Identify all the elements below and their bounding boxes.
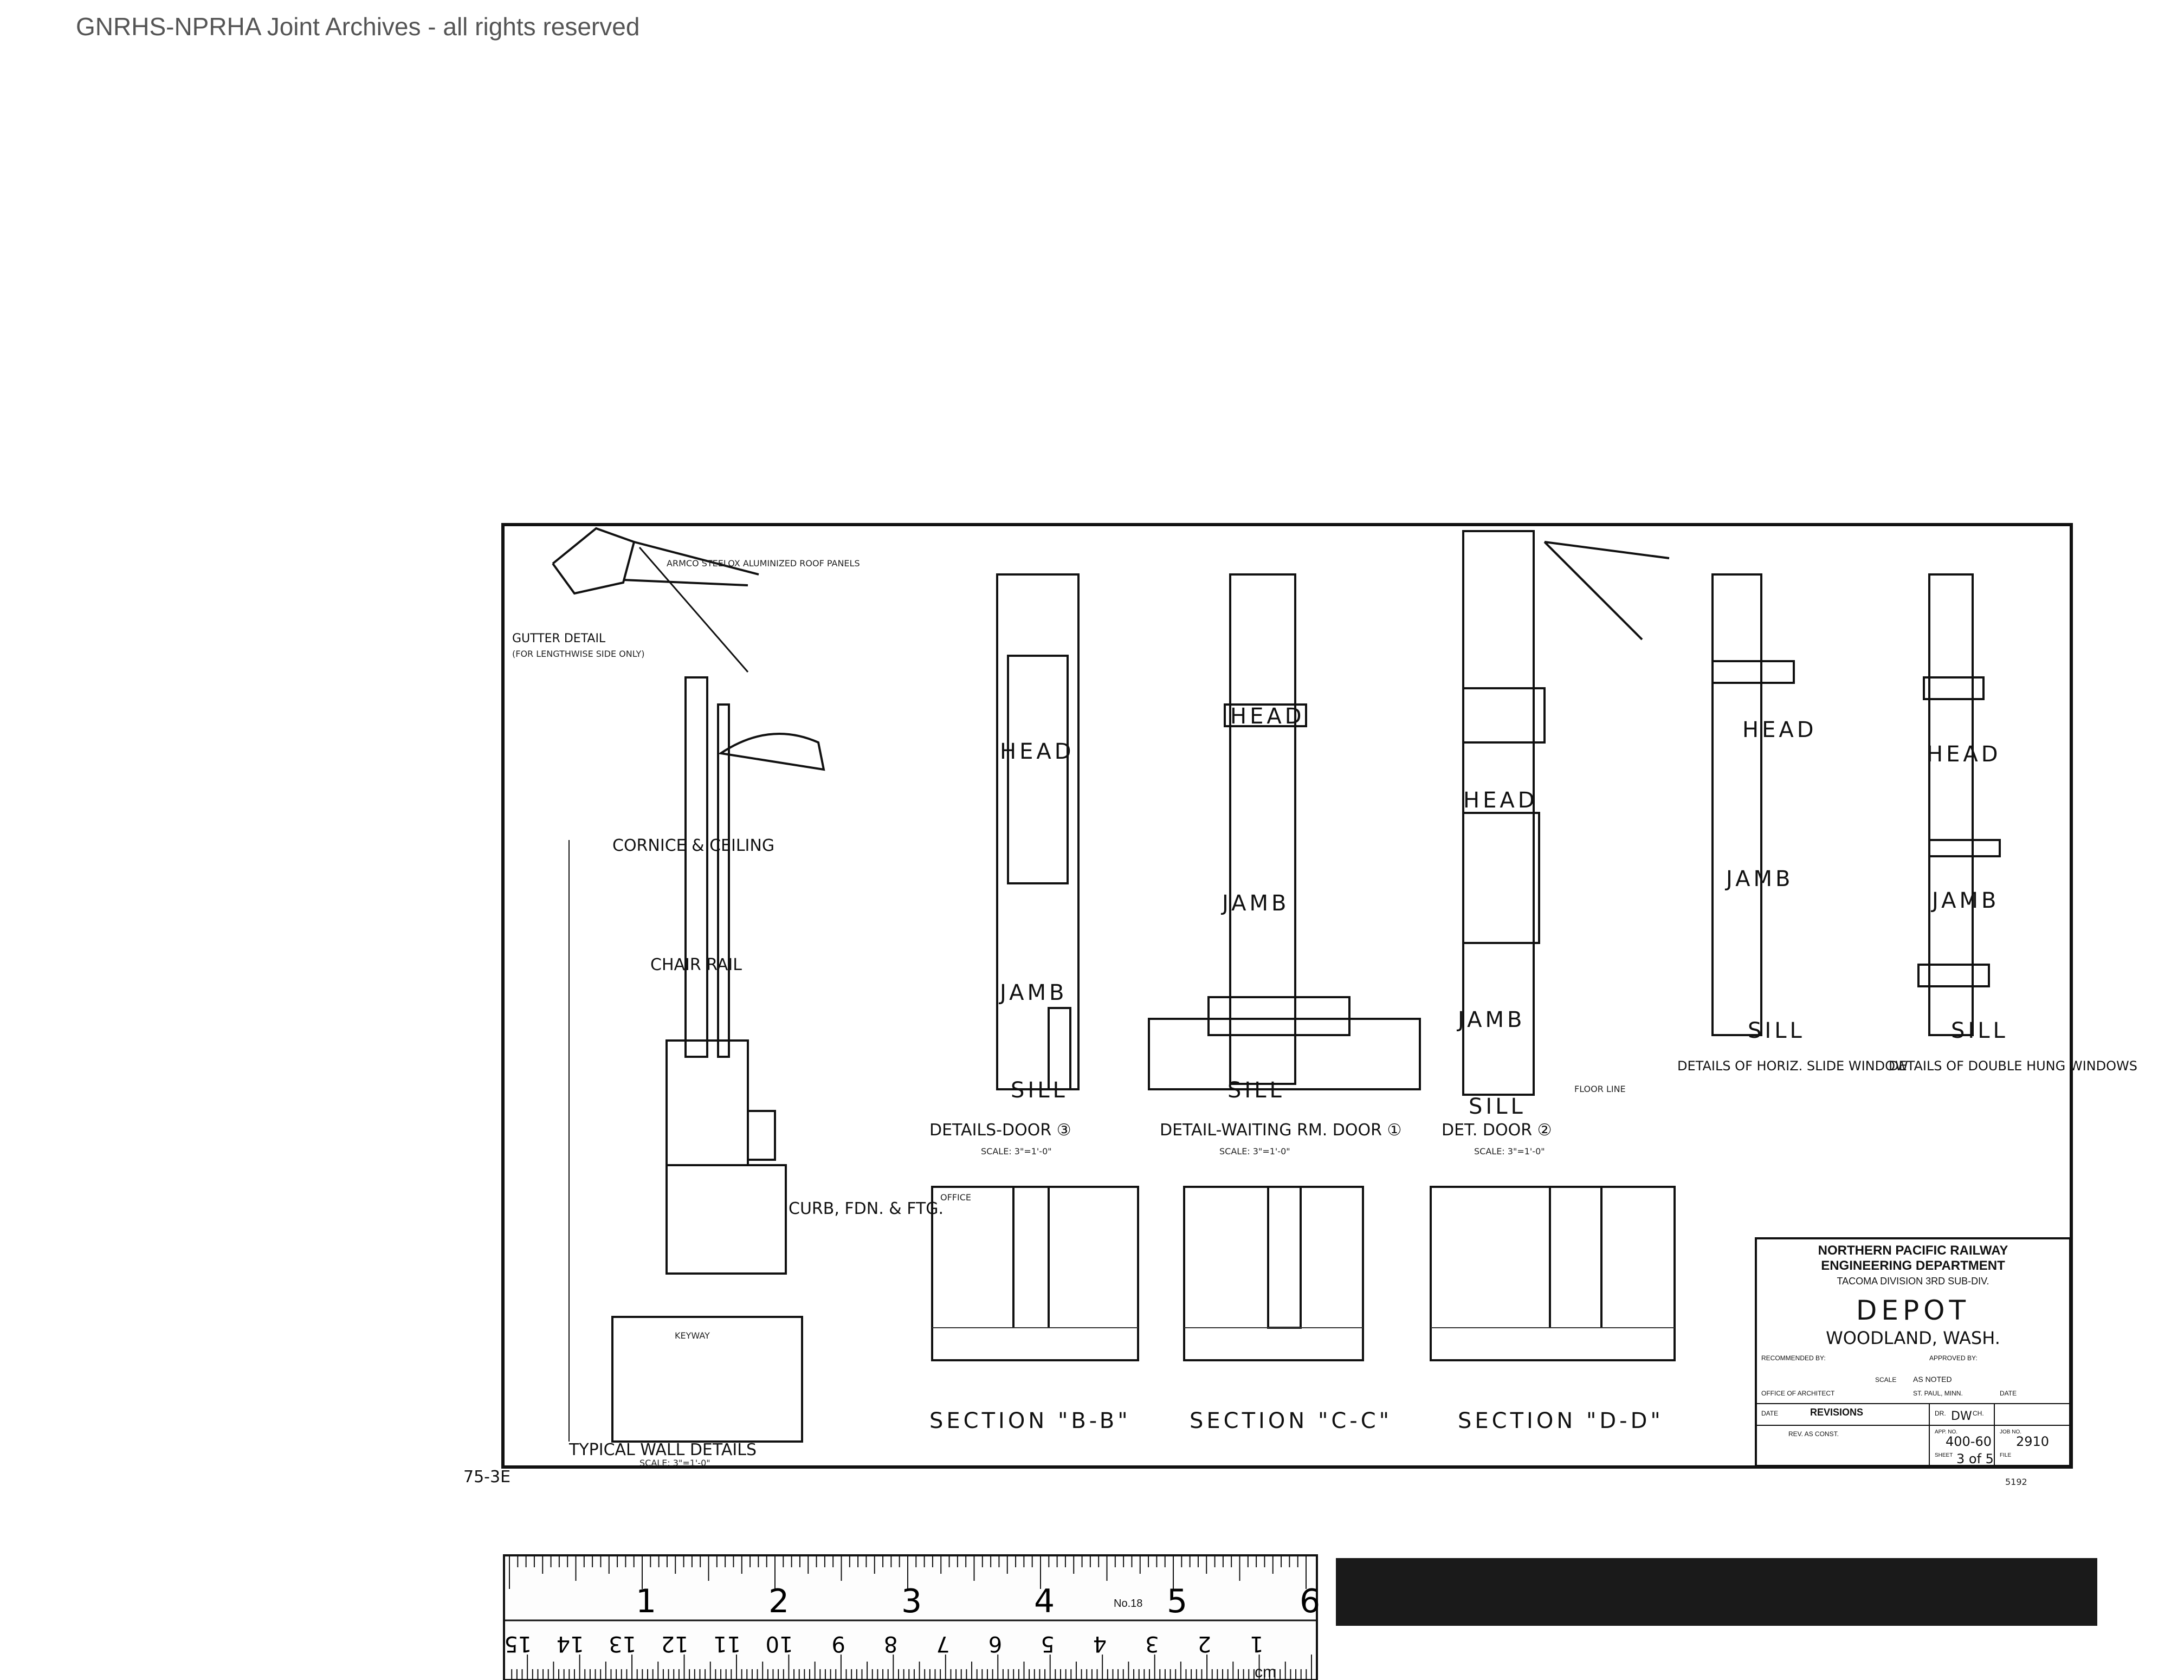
tb-city: ST. PAUL, MINN. [1913,1390,1963,1397]
ruler-inch-label: 6 [1300,1582,1320,1620]
tb-revisions: REVISIONS [1810,1407,1863,1418]
horiz-slide-label: DETAILS OF HORIZ. SLIDE WINDOW [1677,1058,1908,1074]
gutter-detail-note: (FOR LENGTHWISE SIDE ONLY) [512,649,645,659]
head-label-door2: HEAD [1463,788,1538,813]
sill-label-waiting: SILL [1227,1078,1285,1103]
ruler-cm-label: 7 [936,1631,949,1656]
tb-company: NORTHERN PACIFIC RAILWAY [1818,1243,2008,1258]
typical-wall-label: TYPICAL WALL DETAILS [568,1440,757,1459]
jamb-label-horiz: JAMB [1724,867,1793,891]
head-label-dh: HEAD [1927,742,2001,767]
tb-date-col: DATE [1761,1410,1778,1417]
head-label-horiz: HEAD [1742,718,1817,742]
sill-label-door3: SILL [1011,1078,1068,1103]
jamb-label-door3: JAMB [998,980,1067,1005]
ruler-cm-unit: cm [1255,1663,1276,1680]
drawing-sheet-border [501,523,2073,1469]
sill-label-horiz: SILL [1748,1018,1805,1043]
curb-label: CURB, FDN. & FTG. [789,1199,944,1218]
ruler-inch-label: 4 [1034,1582,1055,1620]
tb-recommended: RECOMMENDED BY: [1761,1354,1826,1362]
tb-rev-row: REV. AS CONST. [1788,1430,1839,1438]
detail-waiting-label: DETAIL-WAITING RM. DOOR ① [1160,1121,1401,1140]
ruler-brand: No.18 [1114,1598,1142,1610]
ruler-cm-label: 11 [713,1631,741,1656]
tb-job-no-label: JOB NO. [2000,1429,2021,1435]
ruler-cm-label: 1 [1250,1631,1263,1656]
tb-job-no: 2910 [2016,1434,2049,1449]
jamb-label-door2: JAMB [1456,1007,1525,1032]
door3-scale: SCALE: 3"=1'-0" [981,1146,1052,1156]
roof-panel-note: ARMCO STEELOX ALUMINIZED ROOF PANELS [667,558,860,568]
tb-office: OFFICE OF ARCHITECT [1761,1390,1835,1397]
tb-app-no: 400-60 [1946,1434,1992,1449]
title-block [1755,1237,2071,1467]
keyway-label: KEYWAY [675,1330,710,1341]
ruler-cm-label: 2 [1198,1631,1211,1656]
office-label: OFFICE [940,1192,971,1203]
cornice-label: CORNICE & CEILING [612,836,774,855]
tb-dept: ENGINEERING DEPARTMENT [1821,1258,2005,1273]
ruler-inch-label: 3 [901,1582,922,1620]
tb-sheet-label: SHEET [1935,1452,1953,1458]
section-dd-label: SECTION "D-D" [1458,1408,1664,1433]
tb-dr-label: DR. [1935,1410,1946,1417]
ruler-cm-label: 9 [831,1631,845,1656]
tb-sheet-value: 3 of 5 [1956,1451,1994,1466]
archive-watermark: GNRHS-NPRHA Joint Archives - all rights … [76,12,640,41]
chair-rail-label: CHAIR RAIL [650,955,742,974]
sill-label-door2: SILL [1469,1094,1526,1119]
tb-title: DEPOT [1856,1295,1970,1326]
ruler-inch-label: 5 [1167,1582,1187,1620]
ruler-cm-label: 10 [766,1631,793,1656]
margin-number: 75-3E [463,1468,511,1487]
typical-wall-scale: SCALE: 3"=1'-0" [639,1458,710,1468]
tb-approved: APPROVED BY: [1929,1354,1978,1362]
ruler-inch-label: 1 [636,1582,656,1620]
ruler-cm-label: 15 [504,1631,532,1656]
section-bb-label: SECTION "B-B" [929,1408,1131,1433]
tb-file-label: FILE [2000,1452,2011,1458]
floor-line-label: FLOOR LINE [1574,1084,1626,1094]
margin-number-right: 5192 [2005,1477,2027,1487]
sill-label-dh: SILL [1951,1018,2008,1043]
door2-scale: SCALE: 3"=1'-0" [1474,1146,1545,1156]
ruler-cm-label: 14 [557,1631,584,1656]
double-hung-label: DETAILS OF DOUBLE HUNG WINDOWS [1889,1058,2137,1074]
ruler-cm-label: 3 [1145,1631,1159,1656]
measuring-ruler: No.18 cm [503,1554,1318,1680]
ruler-cm-label: 4 [1093,1631,1107,1656]
tb-date: DATE [2000,1390,2017,1397]
waiting-scale: SCALE: 3"=1'-0" [1219,1146,1290,1156]
det-door2-label: DET. DOOR ② [1442,1121,1552,1140]
ruler-cm-label: 12 [661,1631,689,1656]
tb-location: WOODLAND, WASH. [1826,1328,2000,1348]
ruler-cm-label: 5 [1041,1631,1054,1656]
scan-color-strip [1336,1558,2097,1626]
jamb-label-dh: JAMB [1930,888,1999,913]
head-label-door3: HEAD [1000,739,1075,764]
tb-dr-value: DW [1951,1410,1972,1423]
ruler-cm-label: 8 [884,1631,897,1656]
ruler-cm-label: 13 [609,1631,636,1656]
tb-scale-value: AS NOTED [1913,1375,1952,1384]
head-label-waiting: HEAD [1230,704,1305,729]
tb-division: TACOMA DIVISION 3RD SUB-DIV. [1837,1276,1989,1287]
tb-scale-label: SCALE [1875,1376,1896,1384]
tb-ch-label: CH. [1973,1410,1984,1417]
section-cc-label: SECTION "C-C" [1190,1408,1392,1433]
tb-app-no-label: APP. NO. [1935,1429,1957,1435]
details-door3-label: DETAILS-DOOR ③ [929,1121,1071,1140]
ruler-inch-label: 2 [768,1582,789,1620]
jamb-label-waiting: JAMB [1220,891,1289,916]
ruler-cm-label: 6 [988,1631,1002,1656]
gutter-detail-label: GUTTER DETAIL [512,632,606,645]
